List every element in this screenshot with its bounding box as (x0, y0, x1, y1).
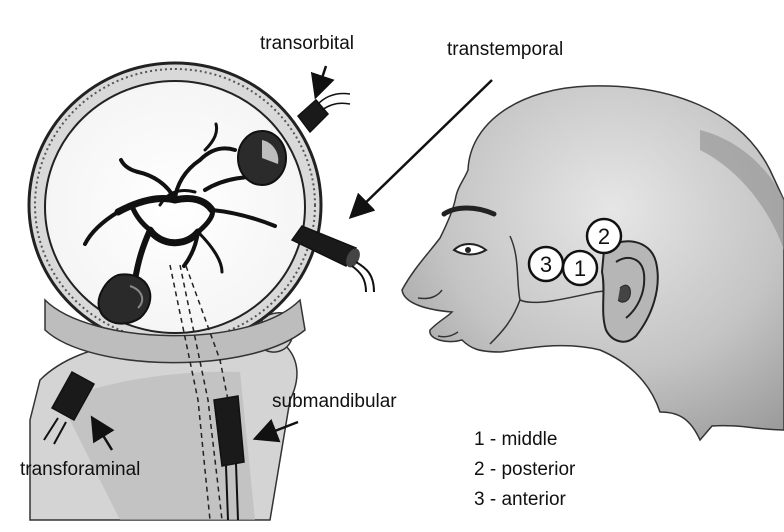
legend-item-anterior: 3 - anterior (474, 490, 566, 509)
arrow-transorbital (318, 66, 326, 90)
transorbital-probe (298, 93, 350, 132)
label-submandibular: submandibular (272, 392, 397, 411)
label-transorbital: transorbital (260, 34, 354, 53)
profile-head: 3 1 2 (402, 86, 784, 440)
legend-item-middle: 1 - middle (474, 430, 557, 449)
window-1-number: 1 (574, 256, 586, 281)
legend-item-posterior: 2 - posterior (474, 460, 575, 479)
skull-inner (45, 81, 305, 333)
window-2-number: 2 (598, 224, 610, 249)
window-3-number: 3 (540, 252, 552, 277)
label-transtemporal: transtemporal (447, 40, 563, 59)
label-transforaminal: transforaminal (20, 460, 140, 479)
